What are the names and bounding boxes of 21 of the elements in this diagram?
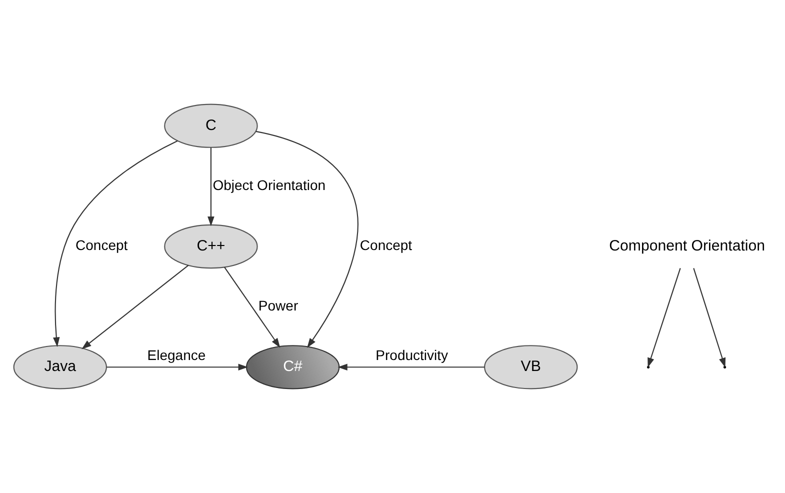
arrow xyxy=(255,130,358,348)
arrow xyxy=(647,268,680,368)
node-ellipse: VB xyxy=(484,345,578,390)
edge-label: Concept xyxy=(75,237,128,254)
edge-label: Power xyxy=(258,297,298,314)
edge-label: Concept xyxy=(359,237,412,254)
arrow xyxy=(224,266,280,348)
arrow xyxy=(106,364,248,371)
arrow xyxy=(207,148,214,226)
node-ellipse: C# xyxy=(245,345,340,390)
arrow xyxy=(81,264,188,350)
edge-label: Productivity xyxy=(375,347,448,364)
edge-label: Object Orientation xyxy=(212,176,326,193)
node-ellipse: C++ xyxy=(164,224,258,269)
arrow xyxy=(337,364,484,371)
node-ellipse: C xyxy=(164,104,258,148)
edge-label: Elegance xyxy=(146,347,206,364)
arrow xyxy=(692,268,726,368)
node-ellipse: Java xyxy=(12,345,106,390)
node-text: Component Orientation xyxy=(608,237,765,254)
arrow xyxy=(52,140,178,347)
